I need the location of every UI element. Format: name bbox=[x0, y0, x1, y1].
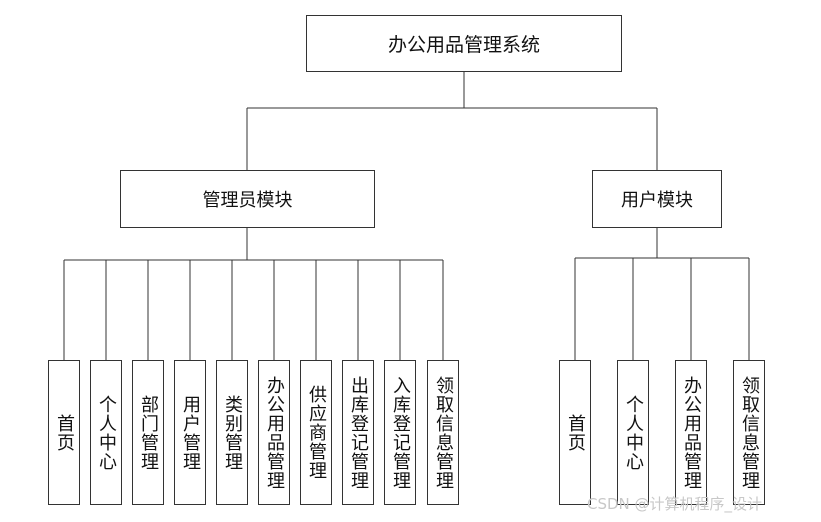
admin-leaf-2: 个人中心 bbox=[90, 360, 122, 505]
admin-leaf-9: 入库登记管理 bbox=[384, 360, 416, 505]
admin-leaf-8: 出库登记管理 bbox=[342, 360, 374, 505]
admin-leaf-6: 办公用品管理 bbox=[258, 360, 290, 505]
user-leaf-4: 领取信息管理 bbox=[733, 360, 765, 505]
admin-module-node: 管理员模块 bbox=[120, 170, 375, 228]
admin-leaf-3: 部门管理 bbox=[132, 360, 164, 505]
admin-leaf-7: 供应商管理 bbox=[300, 360, 332, 505]
user-module-node: 用户模块 bbox=[592, 170, 722, 228]
admin-module-label: 管理员模块 bbox=[202, 190, 293, 211]
admin-leaf-5: 类别管理 bbox=[216, 360, 248, 505]
user-leaf-1: 首页 bbox=[559, 360, 591, 505]
admin-leaf-1: 首页 bbox=[48, 360, 80, 505]
root-node: 办公用品管理系统 bbox=[306, 15, 622, 72]
user-module-label: 用户模块 bbox=[621, 190, 693, 211]
user-leaf-2: 个人中心 bbox=[617, 360, 649, 505]
root-label: 办公用品管理系统 bbox=[387, 34, 540, 56]
watermark: CSDN @计算机程序_设计 bbox=[587, 495, 763, 513]
admin-leaf-4: 用户管理 bbox=[174, 360, 206, 505]
admin-leaf-10: 领取信息管理 bbox=[427, 360, 459, 505]
user-leaf-3: 办公用品管理 bbox=[675, 360, 707, 505]
